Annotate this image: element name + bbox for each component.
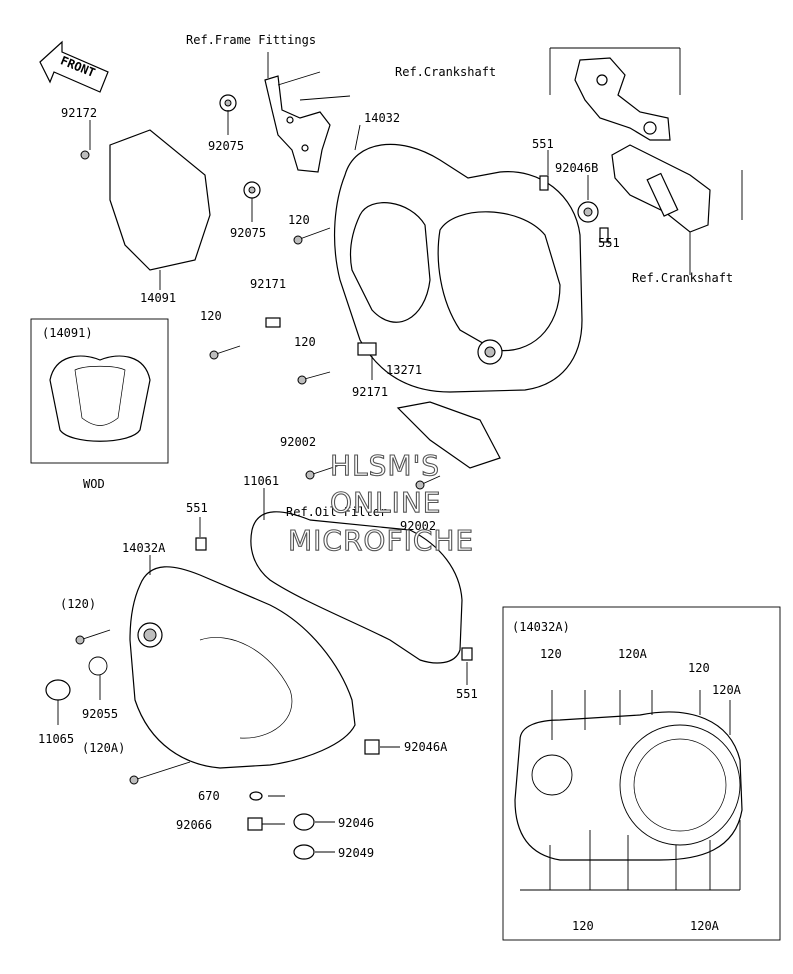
- ref-crankshaft-top-label: Ref.Crankshaft: [395, 65, 496, 79]
- bolt-92002-a: [305, 464, 341, 480]
- plate-13271: [396, 401, 501, 469]
- label-120-a: 120: [288, 213, 310, 227]
- label-92046B: 92046B: [555, 161, 598, 175]
- bolt-92172: [80, 150, 90, 160]
- label-551-right: 551: [456, 687, 478, 701]
- bolt-92002-b: [415, 475, 441, 490]
- inner-primary-cover: [333, 143, 583, 393]
- inset-label-120A-a: 120A: [618, 647, 648, 661]
- ref-crankshaft-right-label: Ref.Crankshaft: [632, 271, 733, 285]
- bolt-120-b: [209, 345, 241, 360]
- gasket: [250, 511, 463, 664]
- dowel-551-top: [539, 175, 549, 191]
- seal-92046B: [577, 201, 599, 223]
- label-14032: 14032: [364, 111, 400, 125]
- label-92046: 92046: [338, 816, 374, 830]
- dowel-551-right: [461, 647, 473, 661]
- watermark-line2: ONLINE: [330, 486, 441, 519]
- washer-670: [249, 791, 263, 801]
- label-92075-a: 92075: [208, 139, 244, 153]
- label-670: 670: [198, 789, 220, 803]
- label-14032A: 14032A: [122, 541, 166, 555]
- label-551-mid: 551: [598, 236, 620, 250]
- label-92002-a: 92002: [280, 435, 316, 449]
- ref-frame-fittings-label: Ref.Frame Fittings: [186, 33, 316, 47]
- plug-92066: [247, 817, 263, 831]
- plug-92171-a: [265, 317, 281, 328]
- inset-label-120A-bottom: 120A: [690, 919, 720, 933]
- label-11061: 11061: [243, 474, 279, 488]
- label-120-b: 120: [200, 309, 222, 323]
- bolt-120-paren: [75, 629, 111, 645]
- label-92055: 92055: [82, 707, 118, 721]
- inset-wod-caption: WOD: [83, 477, 105, 491]
- seal-92046A: [364, 739, 380, 755]
- label-14091: 14091: [140, 291, 176, 305]
- inset-wod: [30, 318, 169, 464]
- inset-cover-title: (14032A): [512, 620, 570, 634]
- leader-lines: [57, 110, 610, 853]
- inset-label-120A-b: 120A: [712, 683, 742, 697]
- dowel-551-mid: [599, 227, 609, 243]
- label-551-top: 551: [532, 137, 554, 151]
- watermark-line3: MICROFICHE: [288, 524, 474, 557]
- plug-92171-b: [357, 342, 377, 356]
- watermark-line1: HLSM'S: [330, 449, 440, 482]
- label-92046A: 92046A: [404, 740, 448, 754]
- seal-92046: [293, 813, 315, 831]
- label-92171-b: 92171: [352, 385, 388, 399]
- label-92002-b: 92002: [400, 519, 436, 533]
- inset-label-120-a: 120: [540, 647, 562, 661]
- front-arrow-icon: FRONT: [39, 40, 109, 93]
- inset-label-120-bottom: 120: [572, 919, 594, 933]
- washer-92075-a: [219, 94, 237, 112]
- bolt-120-a: [293, 227, 331, 245]
- bolt-120A-paren: [129, 761, 191, 785]
- label-120-paren: (120): [60, 597, 96, 611]
- plug-11065: [45, 679, 71, 701]
- dowel-551-left: [195, 537, 207, 551]
- label-11065: 11065: [38, 732, 74, 746]
- inset-cover: [502, 606, 781, 941]
- outer-primary-cover: [129, 566, 356, 769]
- inset-label-120-b: 120: [688, 661, 710, 675]
- label-92172: 92172: [61, 106, 97, 120]
- label-92049: 92049: [338, 846, 374, 860]
- label-92066: 92066: [176, 818, 212, 832]
- bolt-120-c: [297, 371, 331, 385]
- label-120-c: 120: [294, 335, 316, 349]
- label-ref-oil-filter: Ref.Oil Filter: [286, 505, 387, 519]
- crankshaft-bracket-top: [549, 47, 681, 141]
- label-92171-a: 92171: [250, 277, 286, 291]
- crankshaft-bracket-right: [611, 144, 743, 275]
- oring-92055: [88, 656, 108, 676]
- inset-wod-title: (14091): [42, 326, 93, 340]
- label-92075-b: 92075: [230, 226, 266, 240]
- seal-92049: [293, 844, 315, 860]
- label-13271: 13271: [386, 363, 422, 377]
- frame-fittings-bracket: [264, 52, 351, 173]
- washer-92075-b: [243, 181, 261, 199]
- label-551-left: 551: [186, 501, 208, 515]
- cover-14091: [109, 129, 211, 271]
- label-120A-paren: (120A): [82, 741, 125, 755]
